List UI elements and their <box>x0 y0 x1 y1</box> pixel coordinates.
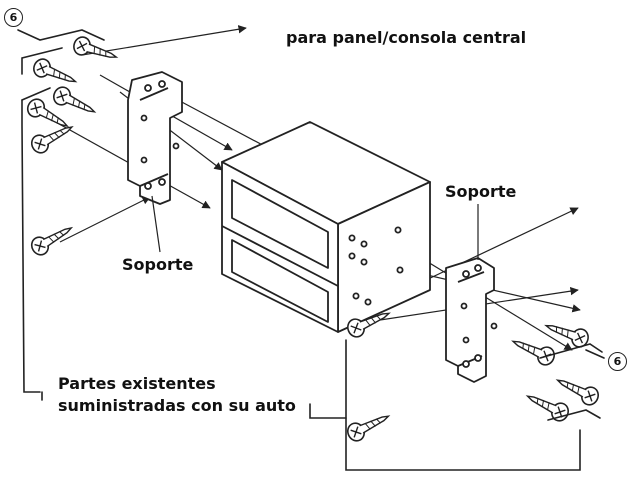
grouping-lines <box>17 29 605 471</box>
screw-right-2 <box>344 407 394 445</box>
screw-left-6 <box>27 219 77 259</box>
callout-number-bottom-right: 6 <box>608 352 627 371</box>
screw-left-2 <box>30 55 80 91</box>
screw-right-5 <box>552 371 602 409</box>
callout-number-top-left: 6 <box>4 8 23 27</box>
arrow-top-left-1 <box>81 25 247 56</box>
label-parts-line2: suministradas con su auto <box>58 396 296 415</box>
screw-right-3 <box>542 316 592 350</box>
bracket-left-leader <box>151 195 161 253</box>
arrow-mid-left-2 <box>59 196 151 243</box>
label-bracket-right: Soporte <box>445 182 517 201</box>
screw-right-6 <box>522 387 572 425</box>
screws-left <box>23 34 120 259</box>
screw-left-3 <box>50 83 100 121</box>
label-parts-line1: Partes existentes <box>58 374 216 393</box>
screw-right-4 <box>508 332 558 369</box>
screw-left-5 <box>27 118 77 157</box>
bracket-right <box>445 257 498 383</box>
head-unit <box>221 121 431 333</box>
bracket-left <box>127 71 183 205</box>
label-bracket-left: Soporte <box>122 255 194 274</box>
label-panel: para panel/consola central <box>286 28 527 47</box>
